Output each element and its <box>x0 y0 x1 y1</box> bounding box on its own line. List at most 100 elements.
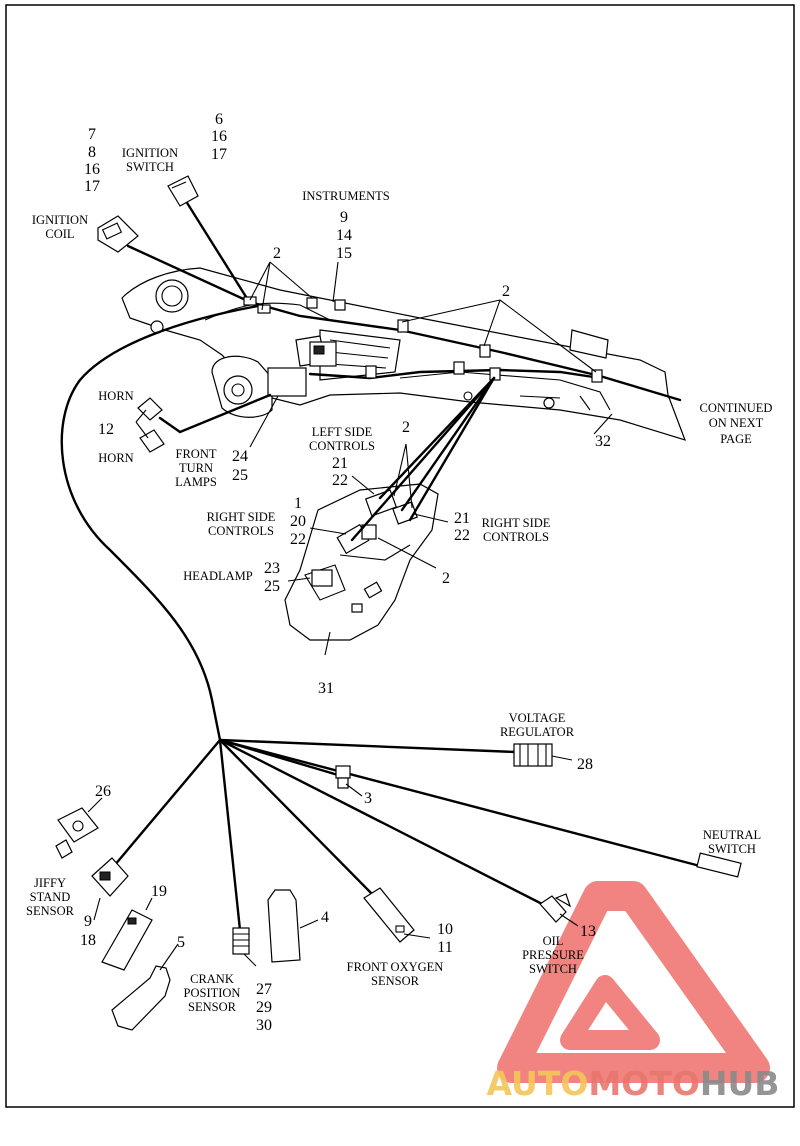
lower-harness <box>112 738 702 932</box>
label-front-turn: FRONT TURN LAMPS 24 25 <box>175 447 248 489</box>
horn-bottom: HORN <box>98 451 133 465</box>
left-controls-num-1: 22 <box>332 472 348 489</box>
rc-left-label-0: RIGHT SIDE <box>207 510 276 524</box>
bottle-5 <box>111 965 171 1031</box>
horn-num: 12 <box>98 421 114 438</box>
conn5-num: 5 <box>177 934 185 951</box>
jiffy-connector <box>91 857 129 897</box>
fairing-num: 32 <box>595 433 611 450</box>
jiffy-conn-num-1: 18 <box>80 932 96 949</box>
front-turn-num-0: 24 <box>232 448 248 465</box>
harness-clips <box>243 296 603 383</box>
voltage-regulator-connector <box>513 743 553 767</box>
clip-controls-num: 2 <box>402 419 410 436</box>
jiffy-num: 26 <box>95 783 111 800</box>
ignition-switch-num-0: 6 <box>215 111 223 128</box>
continued-0: CONTINUED <box>700 401 773 415</box>
label-right-controls-right: 21 22 RIGHT SIDE CONTROLS <box>454 510 551 544</box>
ignition-switch-label-0: IGNITION <box>122 146 178 160</box>
ignition-coil-connector <box>97 215 139 253</box>
leader-lines <box>87 261 613 971</box>
label-voltage-regulator: VOLTAGE REGULATOR 28 <box>500 711 593 773</box>
oxygen-label-0: FRONT OXYGEN <box>347 960 444 974</box>
ignition-switch-num-2: 17 <box>211 146 227 163</box>
horn-top: HORN <box>98 389 133 403</box>
jiffy-conn-num-0: 9 <box>84 913 92 930</box>
ignition-switch-num-1: 16 <box>211 128 227 145</box>
instruments-num-2: 15 <box>336 245 352 262</box>
rc-right-label-1: CONTROLS <box>483 530 549 544</box>
neutral-label-0: NEUTRAL <box>703 828 761 842</box>
ignition-coil-num-0: 7 <box>88 126 96 143</box>
oil-label-1: PRESSURE <box>522 948 584 962</box>
headlamp-housing <box>284 483 439 641</box>
watermark-word-hub: HUB <box>700 1064 780 1103</box>
oil-num: 13 <box>580 923 596 940</box>
watermark-word-moto: MOTO <box>588 1064 699 1103</box>
oxygen-sensor-connector <box>363 887 415 943</box>
front-turn-2: LAMPS <box>175 475 217 489</box>
label-horn: HORN 12 HORN <box>98 389 134 465</box>
jiffy-label-1: STAND <box>30 890 71 904</box>
ignition-switch-connector <box>167 175 199 207</box>
label-ignition-coil: 7 8 16 17 IGNITION COIL <box>32 126 100 241</box>
ignition-coil-num-3: 17 <box>84 178 100 195</box>
headlamp-num-1: 25 <box>264 578 280 595</box>
crank-position-connector <box>232 927 250 955</box>
ignition-switch-label-1: SWITCH <box>126 160 174 174</box>
jiffy-label-2: SENSOR <box>26 904 75 918</box>
front-turn-num-1: 25 <box>232 467 248 484</box>
label-oil: 13 OIL PRESSURE SWITCH <box>522 923 596 976</box>
page-frame <box>5 4 795 1108</box>
bottle-4 <box>267 889 301 963</box>
ignition-coil-label-1: COIL <box>45 227 74 241</box>
headlamp-housing-num: 31 <box>318 680 334 697</box>
instruments-num-1: 14 <box>336 227 352 244</box>
crank-num-2: 30 <box>256 1017 272 1034</box>
watermark-text: AUTOMOTOHUB <box>487 1064 780 1103</box>
label-neutral-switch: NEUTRAL SWITCH <box>703 828 761 856</box>
rc-left-num-1: 20 <box>290 513 306 530</box>
vr-label-0: VOLTAGE <box>509 711 566 725</box>
left-controls-num-0: 21 <box>332 455 348 472</box>
vr-label-1: REGULATOR <box>500 725 575 739</box>
label-left-controls: LEFT SIDE CONTROLS 21 22 <box>309 425 375 489</box>
oil-label-2: SWITCH <box>529 962 577 976</box>
rc-left-num-2: 22 <box>290 531 306 548</box>
oxygen-label-1: SENSOR <box>371 974 420 988</box>
crank-label-1: POSITION <box>184 986 241 1000</box>
ignition-coil-num-2: 16 <box>84 161 100 178</box>
instruments-connector <box>309 341 337 367</box>
rc-right-num-0: 21 <box>454 510 470 527</box>
oxygen-num-0: 10 <box>437 921 453 938</box>
ignition-coil-num-1: 8 <box>88 144 96 161</box>
crank-label-0: CRANK <box>190 972 234 986</box>
rc-left-label-1: CONTROLS <box>208 524 274 538</box>
label-right-controls-left: 1 20 22 RIGHT SIDE CONTROLS <box>207 495 306 548</box>
clip-lower-num: 2 <box>442 570 450 587</box>
conn4-num: 4 <box>321 909 329 926</box>
label-jiffy: 26 JIFFY STAND SENSOR 9 18 <box>26 783 111 949</box>
instruments-label: INSTRUMENTS <box>302 189 390 203</box>
neutral-label-1: SWITCH <box>708 842 756 856</box>
continued-2: PAGE <box>720 432 752 446</box>
connector-19 <box>101 909 153 971</box>
clip-left-num: 2 <box>273 245 281 262</box>
neutral-switch-connector <box>696 852 742 878</box>
clip-right-num: 2 <box>502 283 510 300</box>
horn-connectors <box>137 397 165 453</box>
fairing-bracket <box>121 267 686 441</box>
continued-1: ON NEXT <box>709 416 764 430</box>
crank-label-2: SENSOR <box>188 1000 237 1014</box>
front-turn-1: TURN <box>179 461 213 475</box>
oil-label-0: OIL <box>543 934 564 948</box>
watermark-word-auto: AUTO <box>487 1064 589 1103</box>
label-crank: CRANK POSITION SENSOR 27 29 30 <box>184 972 272 1034</box>
crank-num-1: 29 <box>256 999 272 1016</box>
label-continued: CONTINUED ON NEXT PAGE <box>700 401 773 446</box>
jiffy-label-0: JIFFY <box>34 876 66 890</box>
conn19-num: 19 <box>151 883 167 900</box>
left-controls-0: LEFT SIDE <box>312 425 373 439</box>
instruments-num-0: 9 <box>340 209 348 226</box>
